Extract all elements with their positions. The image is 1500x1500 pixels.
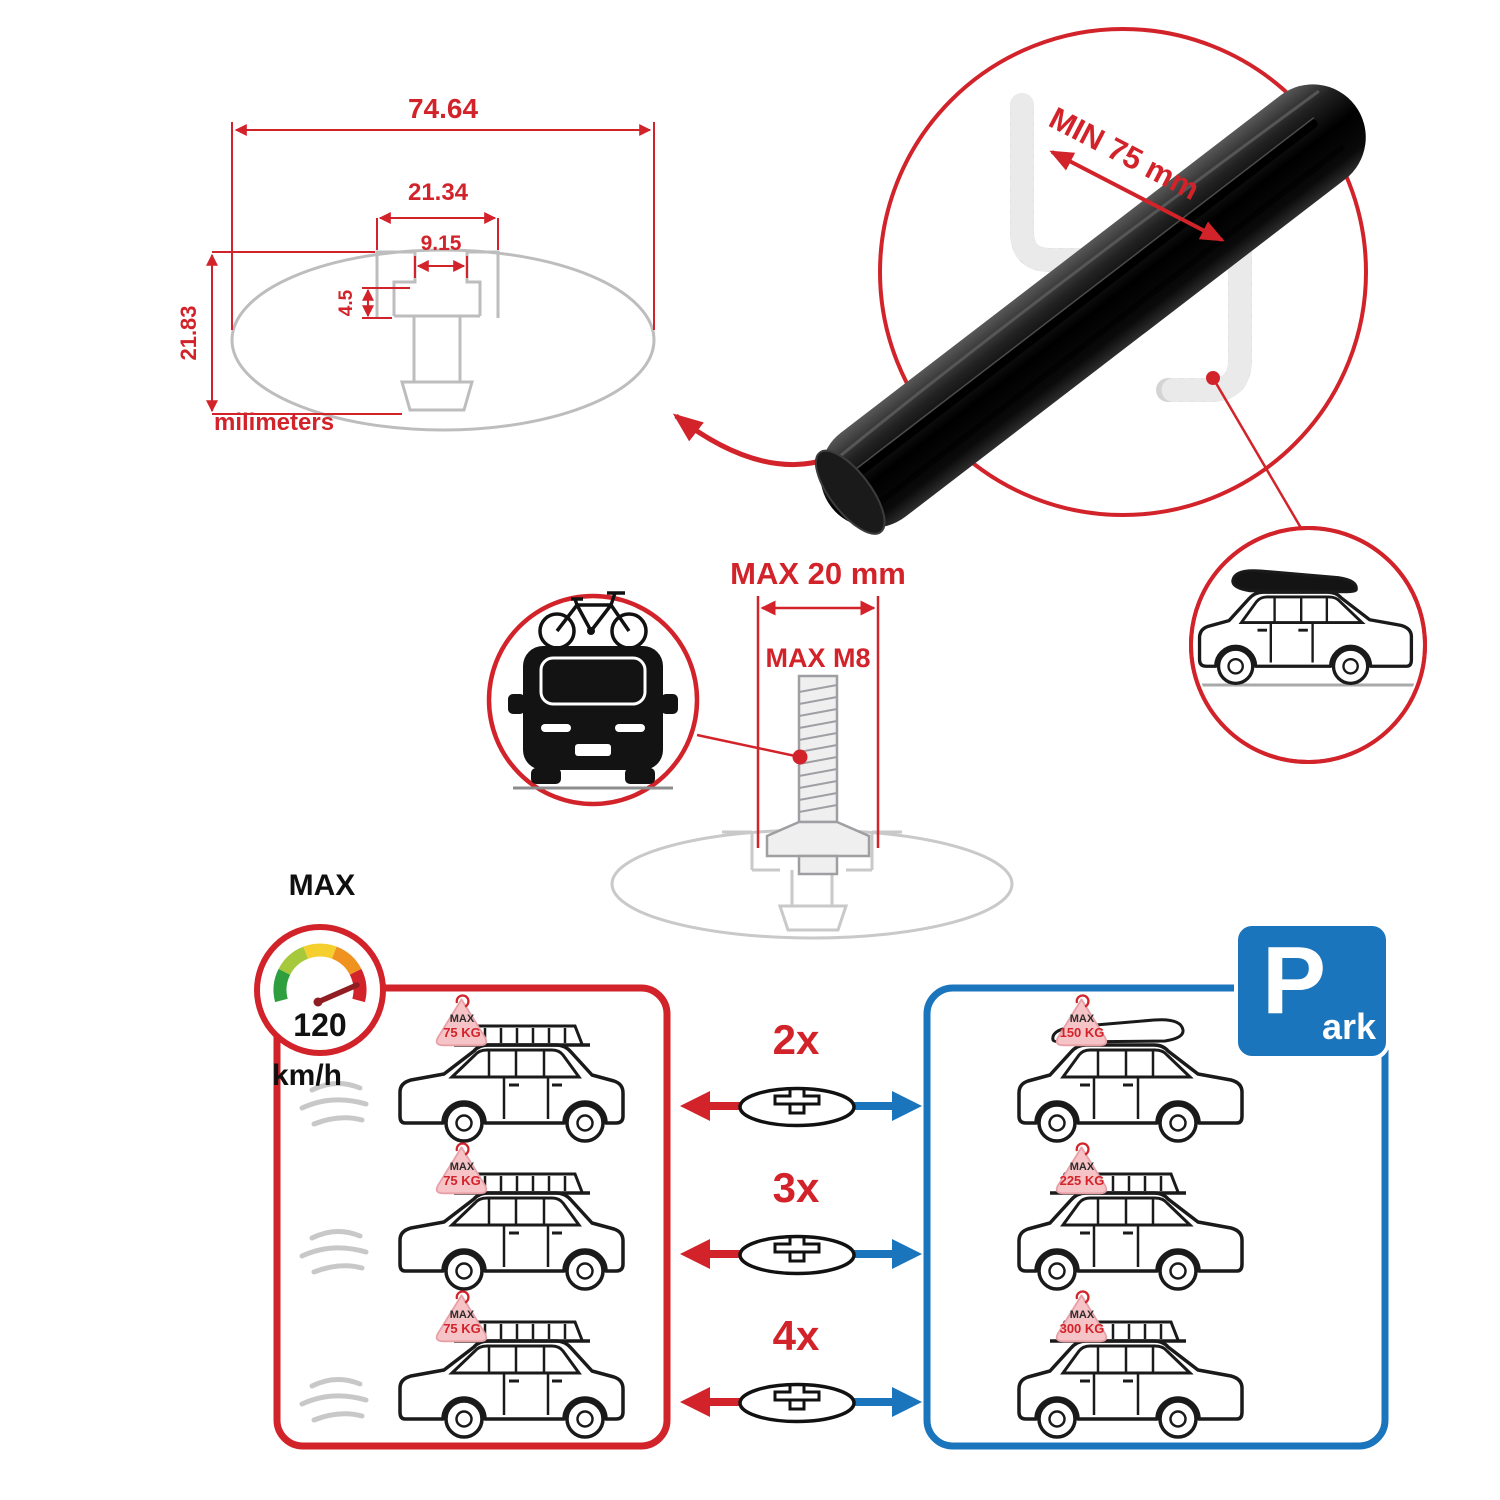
- dim-channel-width: 21.34: [408, 179, 469, 206]
- comparison-panel: 120: [254, 924, 1389, 1450]
- crossbar-section-icon: [738, 1234, 856, 1276]
- hero-circle: [878, 27, 1368, 517]
- multiplier-4x: 4x: [772, 1312, 820, 1359]
- crossbar-section-icon: [738, 1086, 856, 1128]
- dimension-diagram: 74.64 21.34 9.15 4.5 21.83 milimeters: [176, 93, 656, 436]
- t-bolt: [765, 674, 871, 876]
- park-sign-p: P: [1262, 927, 1327, 1034]
- speed-gauge: 120: [254, 924, 386, 1056]
- speed-max-label: MAX: [288, 869, 356, 902]
- units-label: milimeters: [214, 409, 334, 436]
- min-span-arrow: [1049, 150, 1225, 242]
- speed-unit-label: km/h: [271, 1059, 343, 1092]
- dimension-lines: [206, 122, 655, 415]
- multiplier-3x: 3x: [772, 1164, 820, 1211]
- bolt-dim-lines: [756, 596, 880, 848]
- bike-car-circle: [486, 591, 700, 807]
- max-bolt-width-label: MAX 20 mm: [730, 556, 906, 591]
- bolt-leader: [696, 733, 801, 759]
- bicycle-icon: [538, 591, 648, 650]
- mounting-hooks: [1010, 93, 1252, 402]
- speed-value: 120: [293, 1007, 346, 1043]
- park-sign-ark: ark: [1321, 1006, 1376, 1047]
- dim-slot-width: 9.15: [421, 232, 462, 255]
- crossbar-count-rows: [680, 1086, 922, 1424]
- crossbar-section-icon: [738, 1382, 856, 1424]
- dim-lip-depth: 4.5: [336, 289, 357, 316]
- park-sign: P ark: [1234, 922, 1390, 1060]
- car-front-icon: [508, 646, 678, 790]
- dim-total-height: 21.83: [176, 305, 201, 360]
- gauge-needle: [315, 982, 360, 1005]
- swap-arrows-row-2: [680, 1234, 922, 1276]
- swap-arrows-row-3: [680, 1382, 922, 1424]
- bolt-diagram: [610, 596, 1014, 940]
- multiplier-2x: 2x: [772, 1016, 820, 1063]
- suv-roofbox-circle: [1189, 526, 1427, 764]
- callout-leader: [1211, 377, 1303, 529]
- max-thread-label: MAX M8: [765, 643, 871, 673]
- crossbar-profile-sketch: [230, 248, 656, 432]
- swap-arrows-row-1: [680, 1086, 922, 1128]
- crossbar-hero: [814, 27, 1368, 535]
- dim-total-width: 74.64: [408, 93, 478, 124]
